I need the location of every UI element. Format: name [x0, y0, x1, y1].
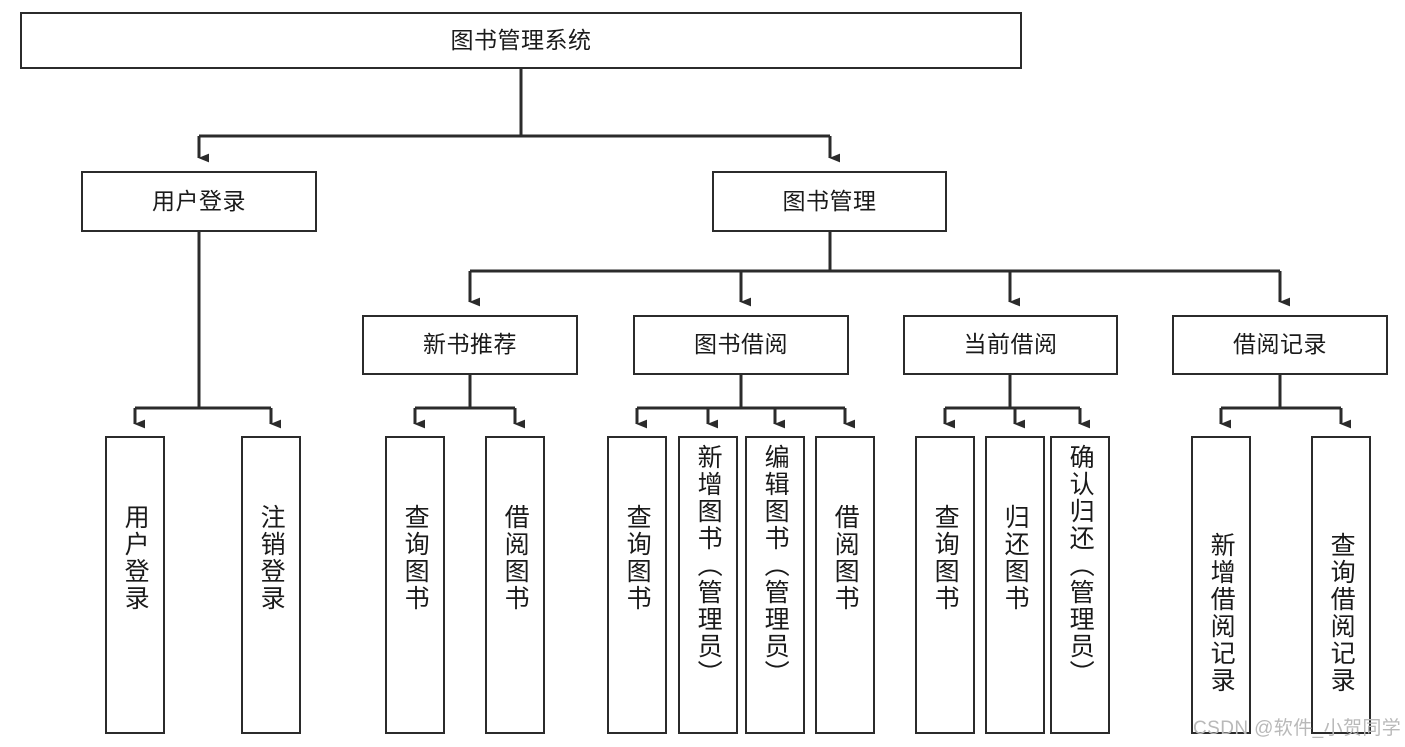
node-book-borrow-label: 图书借阅	[694, 331, 788, 358]
node-book-manage[interactable]: 图书管理	[712, 171, 947, 232]
node-leaf-add-record[interactable]: 新增借阅记录	[1191, 436, 1251, 734]
node-book-borrow[interactable]: 图书借阅	[633, 315, 849, 375]
node-leaf-query-book-2[interactable]: 查询图书	[607, 436, 667, 734]
node-leaf-confirm-return-label: 确认归还（管理员）	[1066, 444, 1095, 687]
node-leaf-edit-book-label: 编辑图书（管理员）	[761, 444, 790, 687]
node-leaf-confirm-return[interactable]: 确认归还（管理员）	[1050, 436, 1110, 734]
node-user-login-label: 用户登录	[152, 187, 246, 214]
node-borrow-record-label: 借阅记录	[1233, 331, 1327, 358]
node-leaf-user-login[interactable]: 用户登录	[105, 436, 165, 734]
node-leaf-borrow-book-1-label: 借阅图书	[501, 504, 530, 612]
node-book-manage-label: 图书管理	[782, 187, 877, 214]
node-leaf-add-book[interactable]: 新增图书（管理员）	[678, 436, 738, 734]
node-new-book-rec[interactable]: 新书推荐	[362, 315, 578, 375]
csdn-watermark: CSDN @软件_小贺同学	[1193, 718, 1402, 739]
node-leaf-add-record-label: 新增借阅记录	[1207, 532, 1236, 694]
node-leaf-user-logout-label: 注销登录	[257, 504, 286, 612]
node-leaf-add-book-label: 新增图书（管理员）	[694, 444, 723, 687]
node-leaf-borrow-book-1[interactable]: 借阅图书	[485, 436, 545, 734]
node-current-borrow[interactable]: 当前借阅	[903, 315, 1118, 375]
node-leaf-query-book-2-label: 查询图书	[623, 504, 652, 612]
node-leaf-return-book-label: 归还图书	[1001, 504, 1030, 612]
node-user-login[interactable]: 用户登录	[81, 171, 317, 232]
node-leaf-query-book-3-label: 查询图书	[931, 504, 960, 612]
node-leaf-query-book-3[interactable]: 查询图书	[915, 436, 975, 734]
node-leaf-return-book[interactable]: 归还图书	[985, 436, 1045, 734]
node-leaf-query-record-label: 查询借阅记录	[1327, 532, 1356, 694]
node-new-book-rec-label: 新书推荐	[423, 331, 517, 358]
node-leaf-user-login-label: 用户登录	[121, 504, 150, 612]
node-leaf-borrow-book-2-label: 借阅图书	[831, 504, 860, 612]
node-leaf-query-book-1-label: 查询图书	[401, 504, 430, 612]
node-leaf-user-logout[interactable]: 注销登录	[241, 436, 301, 734]
node-root[interactable]: 图书管理系统	[20, 12, 1022, 69]
node-leaf-query-record[interactable]: 查询借阅记录	[1311, 436, 1371, 734]
node-current-borrow-label: 当前借阅	[963, 331, 1058, 358]
node-root-label: 图书管理系统	[450, 26, 592, 53]
node-borrow-record[interactable]: 借阅记录	[1172, 315, 1388, 375]
node-leaf-query-book-1[interactable]: 查询图书	[385, 436, 445, 734]
node-leaf-borrow-book-2[interactable]: 借阅图书	[815, 436, 875, 734]
node-leaf-edit-book[interactable]: 编辑图书（管理员）	[745, 436, 805, 734]
